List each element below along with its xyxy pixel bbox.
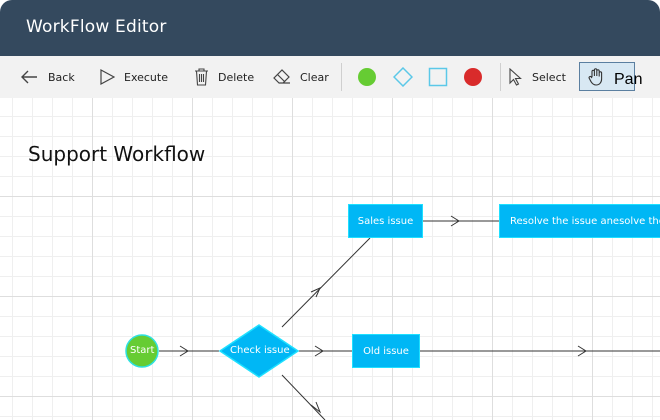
execute-label: Execute bbox=[124, 70, 168, 84]
select-tool[interactable]: Select bbox=[509, 56, 566, 98]
hand-icon bbox=[588, 68, 604, 91]
pan-tool[interactable]: Pan bbox=[579, 62, 642, 91]
circle-shape-tool[interactable] bbox=[357, 56, 377, 98]
diagram-canvas[interactable]: Support Workflow Start Check issue Sales… bbox=[0, 98, 660, 420]
back-label: Back bbox=[48, 70, 75, 84]
trash-icon bbox=[194, 68, 209, 86]
diamond-shape-tool[interactable] bbox=[393, 56, 413, 98]
cursor-icon bbox=[509, 68, 523, 86]
arrowhead bbox=[310, 287, 321, 298]
workflow-title: Support Workflow bbox=[28, 142, 206, 166]
rectangle-shape-tool[interactable] bbox=[428, 56, 448, 98]
resolve-issue-node[interactable]: Resolve the issue anesolve the bbox=[499, 204, 660, 238]
eraser-icon bbox=[273, 69, 291, 85]
start-node-label: Start bbox=[130, 345, 155, 356]
connector-check-down bbox=[281, 374, 326, 420]
execute-button[interactable]: Execute bbox=[99, 56, 168, 98]
check-issue-node-shape[interactable] bbox=[218, 324, 300, 378]
resolve-issue-node-label: Resolve the issue anesolve the bbox=[510, 215, 660, 227]
diamond-icon bbox=[393, 67, 413, 87]
arrowhead bbox=[310, 401, 322, 414]
play-icon bbox=[99, 69, 115, 85]
old-issue-node[interactable]: Old issue bbox=[352, 334, 420, 368]
connector-layer bbox=[125, 215, 660, 420]
toolbar-divider bbox=[341, 63, 342, 91]
arrowhead bbox=[314, 345, 324, 357]
sales-issue-node-label: Sales issue bbox=[357, 215, 414, 227]
delete-label: Delete bbox=[218, 70, 255, 84]
green-circle-icon bbox=[357, 67, 377, 87]
sales-issue-node[interactable]: Sales issue bbox=[348, 204, 423, 238]
square-icon bbox=[428, 67, 448, 87]
end-shape-tool[interactable] bbox=[463, 56, 483, 98]
arrowhead bbox=[179, 345, 189, 357]
title-bar: WorkFlow Editor bbox=[0, 0, 660, 56]
clear-label: Clear bbox=[300, 70, 329, 84]
toolbar-divider bbox=[500, 63, 501, 91]
start-node-shape[interactable] bbox=[125, 334, 159, 368]
red-circle-icon bbox=[463, 67, 483, 87]
toolbar: Back Execute Delete Clear bbox=[0, 56, 660, 99]
app-title: WorkFlow Editor bbox=[26, 17, 167, 37]
select-label: Select bbox=[532, 70, 566, 84]
pan-label: Pan bbox=[614, 70, 643, 88]
clear-button[interactable]: Clear bbox=[273, 56, 329, 98]
connector-check-sales bbox=[281, 237, 371, 328]
check-issue-node-label: Check issue bbox=[230, 345, 290, 356]
arrowhead bbox=[577, 345, 587, 357]
delete-button[interactable]: Delete bbox=[194, 56, 254, 98]
arrow-left-icon bbox=[19, 69, 39, 85]
back-button[interactable]: Back bbox=[19, 56, 75, 98]
arrowhead bbox=[450, 215, 460, 227]
old-issue-node-label: Old issue bbox=[363, 345, 409, 357]
